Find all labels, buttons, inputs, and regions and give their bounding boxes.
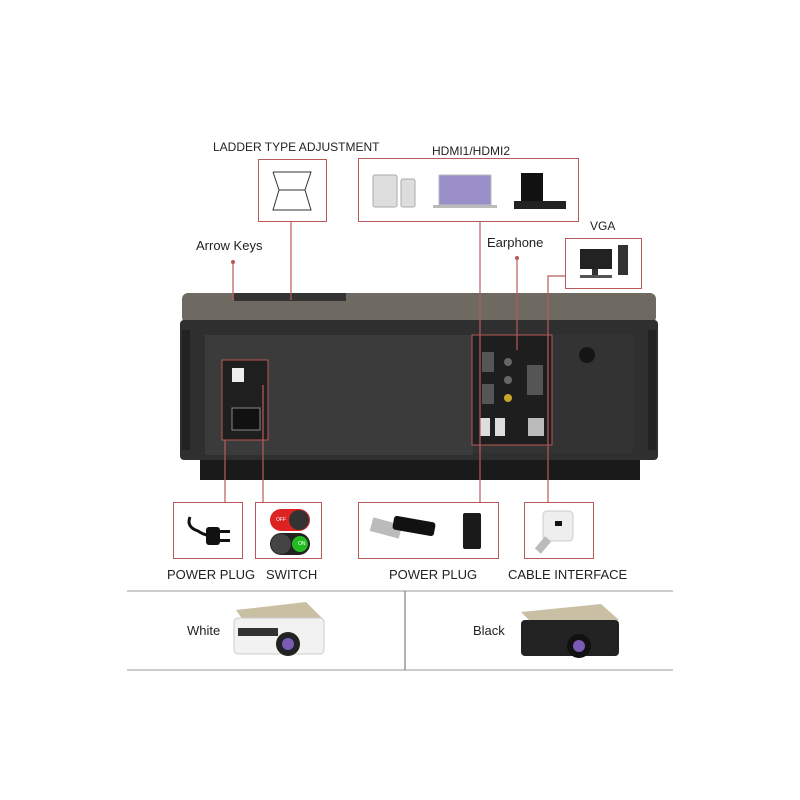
hdmi-devices-box — [358, 158, 579, 222]
white-projector-image — [233, 602, 325, 656]
vga-box — [565, 238, 642, 289]
leader-lines — [224, 220, 565, 502]
variant-white-label: White — [187, 623, 221, 638]
keystone-icon — [272, 171, 312, 211]
variant-black-label: Black — [473, 623, 505, 638]
arrow-keys-panel — [234, 293, 346, 301]
usb-drive-icon — [369, 513, 481, 549]
cable-interface-label: CABLE INTERFACE — [508, 567, 628, 582]
power-plug-label: POWER PLUG — [167, 567, 256, 582]
usb-power-plug-label: POWER PLUG — [389, 567, 478, 582]
black-projector-image — [521, 604, 619, 658]
ethernet-port-icon — [534, 510, 574, 554]
hdmi-label: HDMI1/HDMI2 — [432, 144, 511, 158]
arrow-keys-label: Arrow Keys — [196, 238, 263, 253]
cable-interface-box — [524, 502, 594, 559]
earphone-label: Earphone — [487, 235, 544, 250]
devices-icon — [372, 173, 566, 209]
switch-on-icon: ON — [270, 533, 310, 555]
switch-label: SWITCH — [266, 567, 318, 582]
usb-storage-box — [358, 502, 499, 559]
projector-base — [200, 460, 640, 480]
ladder-label: LADDER TYPE ADJUSTMENT — [213, 140, 380, 154]
desktop-computer-icon — [580, 245, 628, 278]
vga-label: VGA — [590, 219, 616, 233]
ladder-adjustment-box — [258, 159, 327, 222]
switch-off-icon: OFF — [270, 509, 310, 531]
power-plug-icon — [187, 516, 230, 545]
ir-sensor — [579, 347, 595, 363]
power-plug-box — [173, 502, 243, 559]
switch-box: OFF ON — [255, 502, 322, 559]
